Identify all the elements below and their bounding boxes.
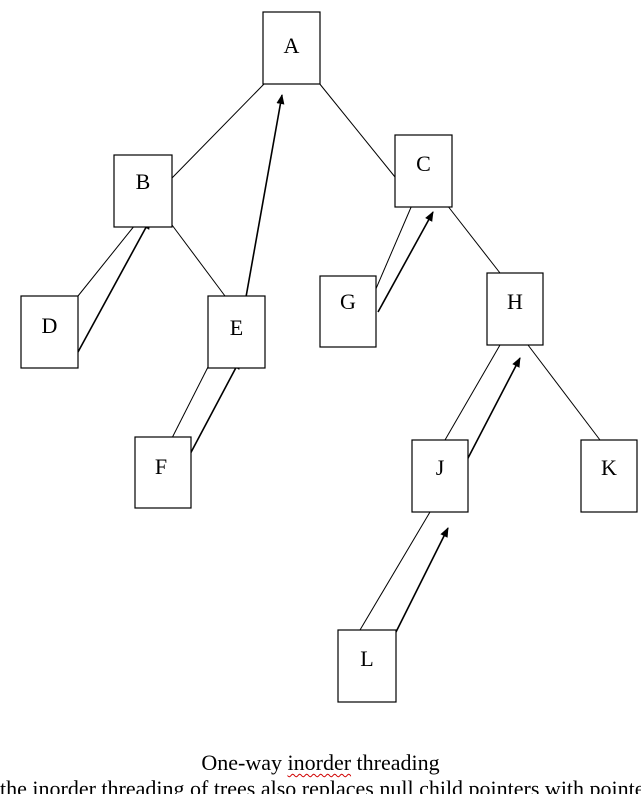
node-b: B: [113, 154, 173, 228]
node-g: G: [319, 275, 377, 348]
thread-g-to-c: [377, 211, 434, 313]
cut-off-text-line: the inorder threading of trees also repl…: [0, 776, 641, 794]
node-e: E: [207, 295, 266, 369]
node-c: C: [394, 134, 453, 208]
node-d: D: [20, 295, 79, 369]
edge-a-c: [318, 82, 396, 178]
tree-nodes: A B C D E F G H: [20, 11, 638, 703]
thread-d-to-b: [77, 219, 151, 353]
node-a-label: A: [284, 33, 300, 58]
node-k-label: K: [601, 455, 617, 480]
node-j-label: J: [436, 455, 445, 480]
tree-edges: [77, 82, 601, 631]
edge-c-h: [446, 204, 501, 274]
thread-f-to-e: [187, 359, 241, 459]
edge-a-b: [171, 82, 266, 179]
edge-j-l: [359, 511, 431, 631]
edge-b-e: [171, 224, 226, 297]
thread-arrows: [77, 94, 521, 633]
node-h: H: [486, 272, 544, 346]
node-k: K: [580, 439, 638, 513]
node-l-label: L: [360, 646, 373, 671]
caption-prefix: One-way: [201, 750, 288, 775]
thread-j-to-h: [466, 357, 521, 461]
edge-e-f: [171, 366, 209, 439]
node-l: L: [337, 629, 397, 703]
caption-misspelled-word: inorder: [287, 750, 352, 775]
node-c-label: C: [416, 151, 431, 176]
node-j: J: [411, 439, 469, 513]
thread-l-to-j: [395, 527, 449, 633]
node-a: A: [262, 11, 321, 85]
node-e-label: E: [230, 315, 243, 340]
edge-b-d: [77, 224, 136, 297]
node-f-label: F: [155, 454, 167, 479]
diagram-caption: One-way inorder threading: [0, 750, 641, 776]
caption-suffix: threading: [351, 750, 440, 775]
node-g-label: G: [340, 289, 356, 314]
node-h-label: H: [507, 289, 523, 314]
node-b-label: B: [136, 169, 151, 194]
node-f: F: [134, 436, 192, 509]
node-d-label: D: [42, 313, 58, 338]
edge-c-g: [374, 204, 413, 292]
thread-e-to-a: [245, 94, 285, 298]
edge-h-k: [527, 344, 601, 441]
edge-h-j: [444, 344, 501, 441]
